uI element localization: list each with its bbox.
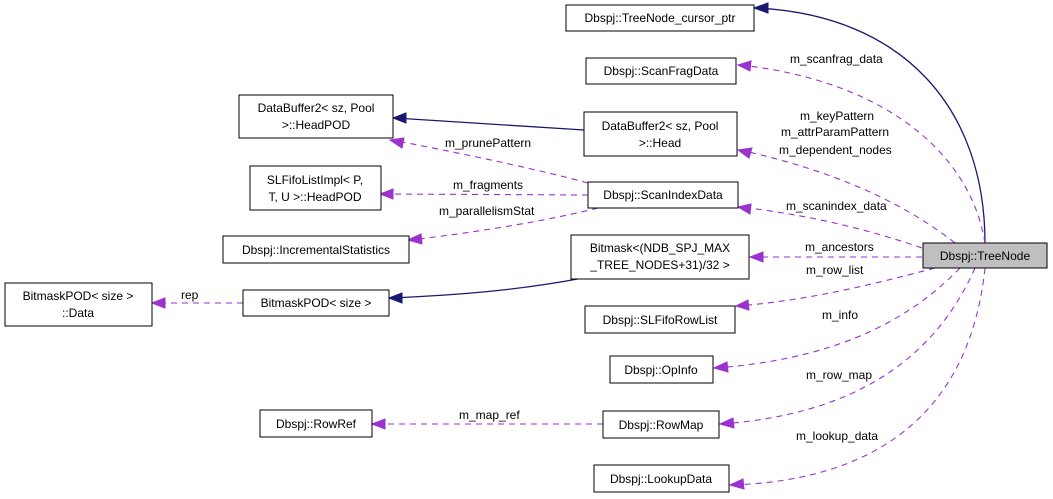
node-head-pod[interactable]: DataBuffer2< sz, Pool >::HeadPOD [238,94,394,139]
node-row-ref-label: Dbspj::RowRef [276,417,357,431]
node-bitmask[interactable]: Bitmask<(NDB_SPJ_MAX _TREE_NODES+31)/32 … [570,234,750,280]
edge-head-to-headpod [394,117,585,131]
node-lookup-data[interactable]: Dbspj::LookupData [593,464,730,493]
arrowhead-row-list [734,299,750,311]
arrowhead-dependent-nodes [736,147,753,159]
node-tree-node-label: Dbspj::TreeNode [940,249,1031,263]
node-scanindex-data[interactable]: Dbspj::ScanIndexData [587,181,739,209]
node-bitmask-pod-data-line1: BitmaskPOD< size > [23,289,134,303]
edge-row-list [737,267,936,307]
node-row-ref[interactable]: Dbspj::RowRef [259,409,373,438]
node-sl-fifo-head[interactable]: SLFifoListImpl< P, T, U >::HeadPOD [249,165,382,211]
edge-label-ancestors: m_ancestors [805,240,874,254]
edge-label-attr-param-pattern: m_attrParamPattern [781,125,889,139]
edge-label-key-pattern: m_keyPattern [800,109,874,123]
edge-label-dependent-nodes: m_dependent_nodes [779,143,892,157]
edge-lookup-data [731,267,986,486]
arrowhead-prune-pattern [388,137,405,149]
arrowhead-lookup-data [728,478,745,490]
edge-fragments [381,193,589,196]
node-head[interactable]: DataBuffer2< sz, Pool >::Head [583,111,738,157]
node-bitmask-line1: Bitmask<(NDB_SPJ_MAX [590,241,730,255]
arrowhead-map-ref [370,418,386,430]
node-sl-fifo-head-line2: T, U >::HeadPOD [268,190,361,204]
edge-parallelism-stat [409,207,599,241]
arrowhead-fragments [378,188,394,200]
node-scanindex-data-label: Dbspj::ScanIndexData [603,188,723,202]
node-cursor-ptr[interactable]: Dbspj::TreeNode_cursor_ptr [565,4,755,32]
edge-row-map [721,267,976,425]
node-sl-fifo-head-line1: SLFifoListImpl< P, [267,173,363,187]
node-bitmask-pod-data[interactable]: BitmaskPOD< size > ::Data [4,282,153,327]
node-bitmask-line2: _TREE_NODES+31)/32 > [589,258,729,272]
edge-label-info: m_info [822,308,858,322]
node-bitmask-pod-label: BitmaskPOD< size > [261,296,372,310]
node-incremental-stats-label: Dbspj::IncrementalStatistics [242,243,390,257]
arrowhead-cursor-ptr [752,2,769,14]
node-bitmask-pod[interactable]: BitmaskPOD< size > [242,289,390,317]
node-row-map-label: Dbspj::RowMap [619,418,704,432]
edge-dependent-nodes [739,149,956,244]
arrowhead-parallelism-stat [406,233,423,245]
node-op-info-label: Dbspj::OpInfo [624,363,698,377]
arrowhead-row-map [718,417,735,429]
edge-label-parallelism-stat: m_parallelismStat [439,204,535,218]
node-cursor-ptr-label: Dbspj::TreeNode_cursor_ptr [585,11,736,25]
node-bitmask-pod-data-line2: ::Data [62,306,94,320]
node-head-pod-line2: >::HeadPOD [282,118,351,132]
edge-prune-pattern [391,139,589,184]
node-tree-node[interactable]: Dbspj::TreeNode [922,242,1048,269]
node-scanfrag-data-label: Dbspj::ScanFragData [604,64,719,78]
edge-label-fragments: m_fragments [453,178,523,192]
edge-info [715,267,961,369]
node-lookup-data-label: Dbspj::LookupData [610,472,712,486]
arrowhead-bitmaskpod [387,292,403,304]
node-head-line2: >::Head [639,136,681,150]
arrowhead-rep [150,297,166,309]
edge-label-map-ref: m_map_ref [459,408,520,422]
edge-bitmask-to-bitmaskpod [390,277,584,299]
edge-label-prune-pattern: m_prunePattern [445,136,531,150]
node-op-info[interactable]: Dbspj::OpInfo [609,355,714,384]
edge-label-rep: rep [181,288,199,302]
node-scanfrag-data[interactable]: Dbspj::ScanFragData [585,57,737,85]
edge-label-row-map: m_row_map [806,368,872,382]
node-row-list[interactable]: Dbspj::SLFifoRowList [584,305,736,334]
edge-label-row-list: m_row_list [806,263,864,277]
arrowhead-headpod [391,112,407,124]
arrowhead-info [712,361,729,373]
edge-treenode-to-cursor-ptr [755,7,986,244]
edge-label-scanindex-data: m_scanindex_data [786,199,887,213]
node-row-list-label: Dbspj::SLFifoRowList [603,313,718,327]
edge-scanfrag-data [739,64,986,244]
node-head-line1: DataBuffer2< sz, Pool [602,119,719,133]
arrowhead-ancestors [748,251,764,263]
node-head-pod-line1: DataBuffer2< sz, Pool [258,101,375,115]
arrowhead-scanfrag-data [736,60,752,72]
node-incremental-stats[interactable]: Dbspj::IncrementalStatistics [222,235,410,264]
node-row-map[interactable]: Dbspj::RowMap [602,410,720,439]
edge-label-lookup-data: m_lookup_data [796,429,878,443]
edge-label-scanfrag-data: m_scanfrag_data [790,52,883,66]
arrowhead-scanindex-data [736,203,752,215]
